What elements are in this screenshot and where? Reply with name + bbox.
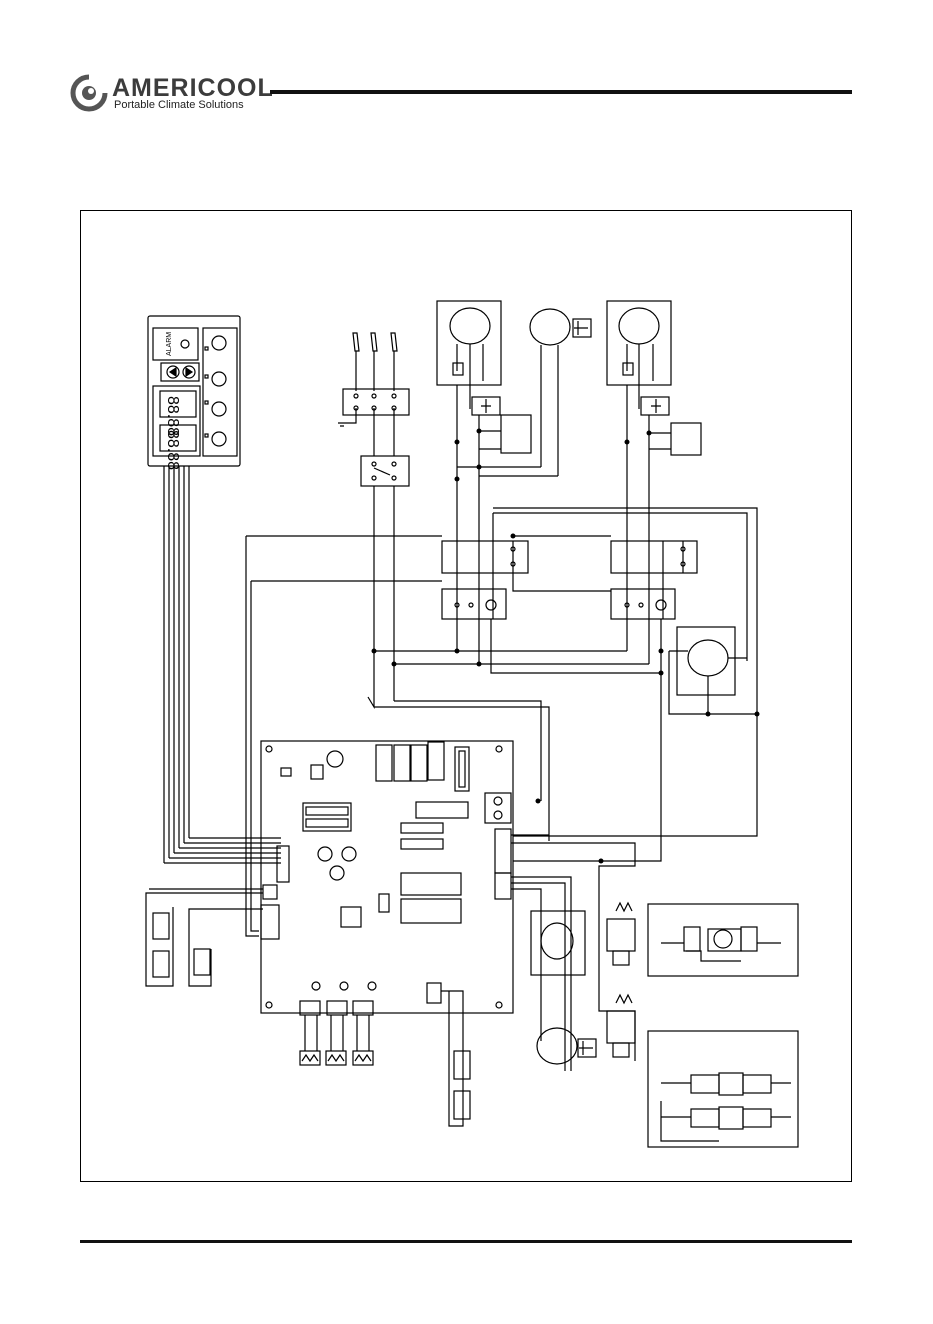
fan-motor-right bbox=[669, 627, 757, 714]
brand-tagline: Portable Climate Solutions bbox=[114, 99, 244, 111]
fan-motor-center bbox=[457, 309, 591, 476]
fan-icon[interactable] bbox=[212, 402, 226, 416]
solenoid-valves bbox=[511, 843, 635, 1061]
power-bus bbox=[246, 508, 757, 936]
junction-dots bbox=[372, 429, 760, 864]
compressor-right bbox=[607, 301, 701, 541]
wiring-diagram: ALARM 88.88 88.88 bbox=[81, 211, 853, 1183]
pump-motor bbox=[511, 835, 596, 1071]
page-header: AMERICOOL Portable Climate Solutions bbox=[0, 0, 933, 130]
detail-inset-top bbox=[648, 904, 798, 976]
temperature-sensors bbox=[300, 1015, 373, 1065]
header-divider bbox=[270, 90, 852, 94]
footer-divider bbox=[80, 1240, 852, 1243]
alarm-label: ALARM bbox=[166, 332, 173, 356]
contactor-right bbox=[611, 541, 697, 619]
power-input bbox=[338, 333, 409, 701]
fan-icon[interactable] bbox=[212, 372, 226, 386]
compressor-left bbox=[437, 301, 531, 541]
level-switches bbox=[441, 991, 470, 1126]
detail-inset-bottom bbox=[648, 1031, 798, 1147]
fan-icon[interactable] bbox=[212, 336, 226, 350]
main-pcb bbox=[261, 741, 513, 1015]
brand-name: AMERICOOL bbox=[112, 74, 274, 102]
wiring-diagram-frame: ALARM 88.88 88.88 bbox=[80, 210, 852, 1182]
power-icon[interactable] bbox=[212, 432, 226, 446]
display-bottom: 88.88 bbox=[164, 430, 181, 470]
contactor-left bbox=[442, 541, 528, 619]
logo-swirl-icon bbox=[70, 74, 108, 112]
